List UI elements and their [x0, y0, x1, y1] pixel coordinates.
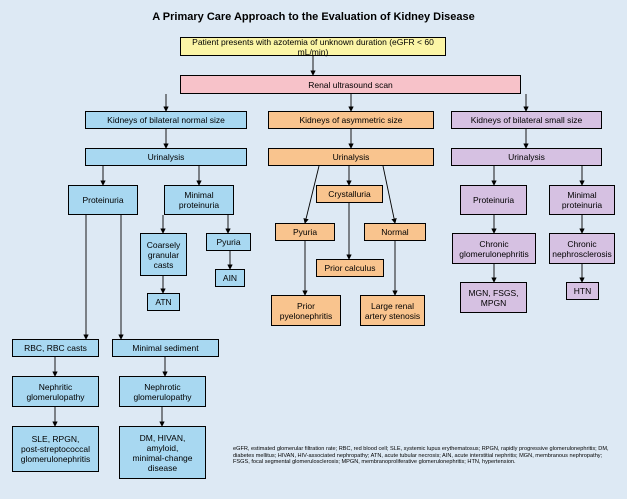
node-nephritic-causes: SLE, RPGN, post-streptococcal glomerulon…	[12, 426, 99, 472]
node-crystalluria: Crystalluria	[316, 185, 383, 203]
node-start: Patient presents with azotemia of unknow…	[180, 37, 446, 57]
diagram-title: A Primary Care Approach to the Evaluatio…	[152, 11, 475, 23]
node-asymmetric-size: Kidneys of asymmetric size	[268, 111, 434, 129]
node-pyuria-left: Pyuria	[206, 233, 251, 251]
node-proteinuria-right: Proteinuria	[460, 185, 527, 215]
node-rbc-casts: RBC, RBC casts	[12, 339, 99, 357]
node-mgn-fsgs-mpgn: MGN, FSGS, MPGN	[460, 282, 527, 313]
node-minimal-sediment: Minimal sediment	[112, 339, 219, 357]
node-ain: AIN	[215, 269, 245, 287]
node-normal-mid: Normal	[364, 223, 426, 241]
node-chronic-glomerulonephritis: Chronic glomerulonephritis	[452, 233, 536, 264]
node-urinalysis-right: Urinalysis	[451, 148, 602, 166]
node-normal-size: Kidneys of bilateral normal size	[85, 111, 247, 129]
node-minimal-proteinuria-left: Minimal proteinuria	[164, 185, 234, 215]
abbreviation-legend: eGFR, estimated glomerular filtration ra…	[233, 446, 609, 466]
node-pyuria-mid: Pyuria	[275, 223, 335, 241]
node-nephrotic: Nephrotic glomerulopathy	[119, 376, 206, 407]
node-urinalysis-mid: Urinalysis	[268, 148, 434, 166]
node-coarsely-granular: Coarsely granular casts	[140, 233, 187, 276]
connector-arrow	[303, 165, 320, 224]
node-nephrotic-causes: DM, HIVAN, amyloid, minimal-change disea…	[119, 426, 206, 479]
node-urinalysis-left: Urinalysis	[85, 148, 247, 166]
node-nephritic: Nephritic glomerulopathy	[12, 376, 99, 407]
node-minimal-proteinuria-right: Minimal proteinuria	[549, 185, 615, 215]
node-prior-pyelonephritis: Prior pyelonephritis	[271, 295, 341, 326]
node-atn: ATN	[147, 293, 180, 311]
node-chronic-nephrosclerosis: Chronic nephrosclerosis	[549, 233, 615, 264]
node-proteinuria-left: Proteinuria	[68, 185, 138, 215]
node-small-size: Kidneys of bilateral small size	[451, 111, 602, 129]
node-ultrasound: Renal ultrasound scan	[180, 75, 521, 94]
node-renal-artery-stenosis: Large renal artery stenosis	[360, 295, 425, 326]
connector-arrow	[382, 165, 397, 224]
node-htn: HTN	[566, 282, 599, 300]
node-prior-calculus: Prior calculus	[316, 259, 384, 277]
